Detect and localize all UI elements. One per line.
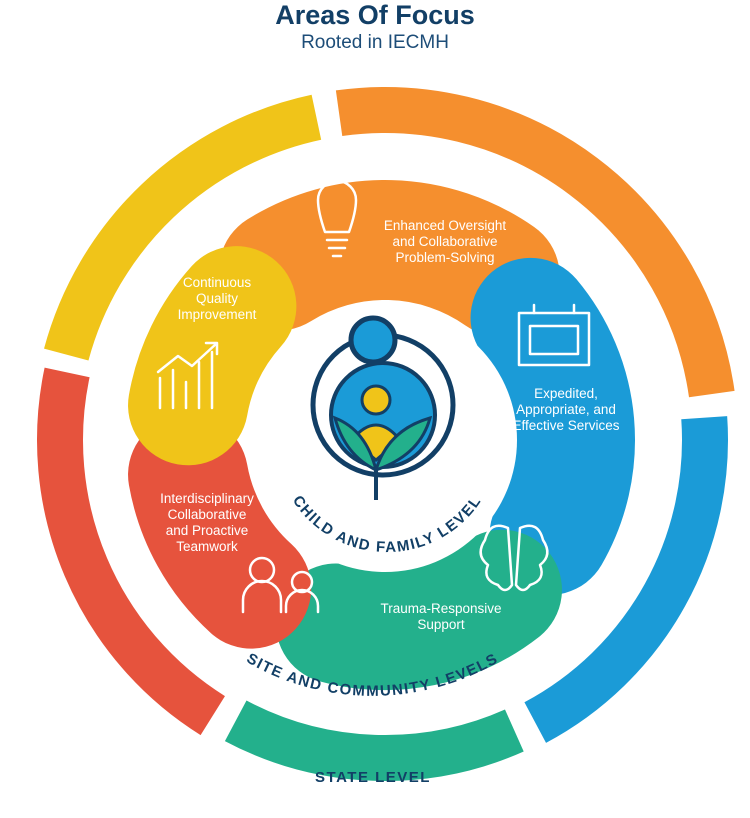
page-subtitle: Rooted in IECMH [301, 32, 449, 53]
outer-ring-red [37, 367, 226, 736]
svg-text:Support: Support [417, 617, 465, 632]
svg-text:Effective Services: Effective Services [512, 418, 619, 433]
brain-icon [479, 524, 549, 592]
svg-text:Expedited,: Expedited, [534, 386, 598, 401]
growth-chart-icon [156, 341, 219, 410]
outer-ring-yellow [44, 94, 322, 361]
svg-text:and Collaborative: and Collaborative [392, 234, 497, 249]
svg-text:Interdisciplinary: Interdisciplinary [160, 491, 254, 506]
people-icon [241, 556, 320, 614]
svg-text:Continuous: Continuous [183, 275, 252, 290]
area-label-trauma: Trauma-Responsive Support [380, 601, 501, 632]
svg-text:Collaborative: Collaborative [168, 507, 247, 522]
svg-text:Appropriate, and: Appropriate, and [516, 402, 616, 417]
page-title: Areas Of Focus [275, 0, 475, 30]
svg-text:Trauma-Responsive: Trauma-Responsive [380, 601, 501, 616]
calendar-icon [517, 303, 591, 367]
svg-text:Enhanced Oversight: Enhanced Oversight [384, 218, 507, 233]
child-family-logo [310, 315, 456, 500]
svg-text:and Proactive: and Proactive [166, 523, 249, 538]
area-label-services: Expedited, Appropriate, and Effective Se… [512, 386, 619, 433]
petal-oversight [219, 180, 560, 337]
area-label-teamwork: Interdisciplinary Collaborative and Proa… [160, 491, 254, 554]
petal-teamwork [128, 414, 312, 649]
svg-text:Improvement: Improvement [178, 307, 257, 322]
outer-ring [37, 87, 735, 781]
state-level-label: STATE LEVEL [315, 769, 431, 786]
petal-services [470, 257, 635, 595]
svg-text:Problem-Solving: Problem-Solving [395, 250, 494, 265]
area-label-quality: Continuous Quality Improvement [178, 275, 257, 322]
svg-text:Teamwork: Teamwork [176, 539, 238, 554]
petal-trauma [275, 529, 562, 690]
outer-ring-blue [524, 416, 728, 743]
outer-ring-green [224, 700, 524, 781]
outer-ring-orange [335, 87, 735, 398]
svg-text:Quality: Quality [196, 291, 238, 306]
area-label-oversight: Enhanced Oversight and Collaborative Pro… [384, 218, 507, 265]
lightbulb-icon [316, 179, 358, 258]
focus-petals [128, 180, 635, 690]
